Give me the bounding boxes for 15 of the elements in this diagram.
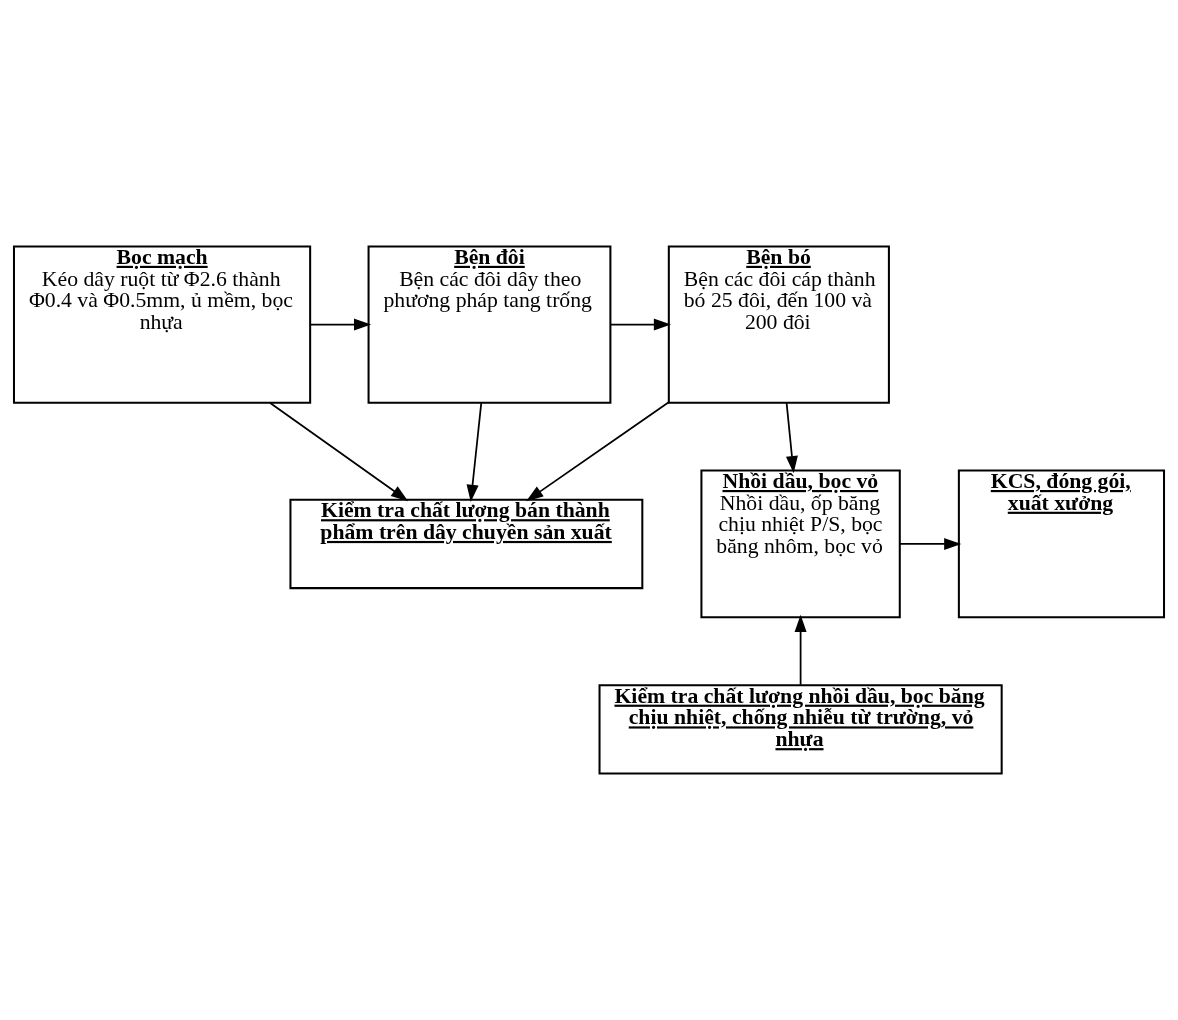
arrow xyxy=(785,402,798,474)
arrow xyxy=(609,318,671,331)
node-box: Kiểm tra chất lượng bán thành phẩm trên dây chuyền sản xuất xyxy=(289,498,644,590)
arrow xyxy=(899,537,962,550)
arrow xyxy=(526,401,670,502)
node-box: Nhồi dầu, bọc vỏ Nhồi dầu, ốp băng chịu nhiệt P/S, bọc băng nhôm, bọc vỏ xyxy=(700,469,901,619)
arrow xyxy=(794,614,807,686)
node-box: Bọc mạch Kéo dây ruột từ Φ2.6 thành Φ0.4 và Φ0.5mm, ủ mềm, bọc nhựa xyxy=(12,245,312,404)
arrow xyxy=(466,402,483,502)
arrow xyxy=(309,318,372,331)
arrow xyxy=(269,402,409,502)
node-box: KCS, đóng gói, xuất xưởng xyxy=(957,469,1166,619)
node-box: Bện bó Bện các đôi cáp thành bó 25 đôi, đến 100 và 200 đôi xyxy=(667,245,890,404)
node-box: Bện đôi Bện các đôi dây theo phương pháp tang trống xyxy=(367,245,612,404)
node-box: Kiểm tra chất lượng nhồi dầu, bọc băng chịu nhiệt, chống nhiễu từ trường, vỏ nhựa xyxy=(598,684,1003,775)
